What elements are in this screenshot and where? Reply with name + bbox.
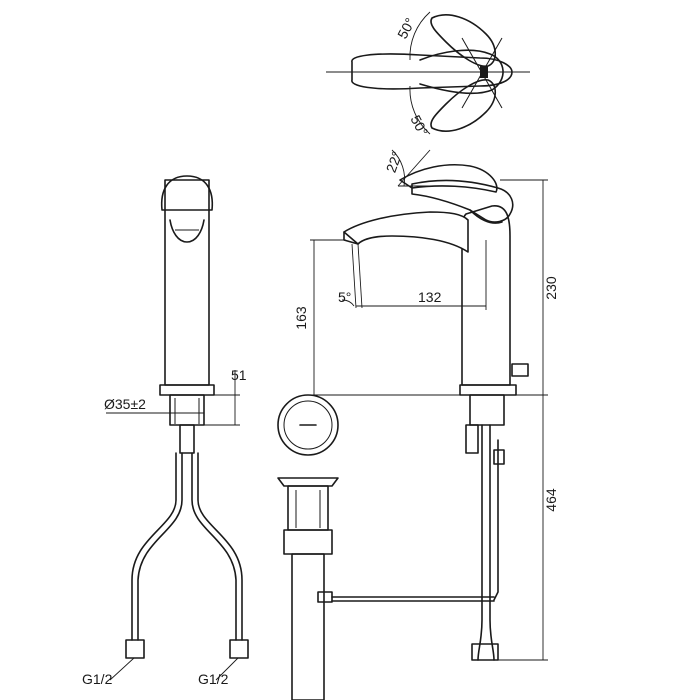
dim-163-label: 163 [293,306,309,330]
angle-label-top: 50° [394,15,418,41]
drain-tailpiece [291,553,325,700]
leader-right-hose [215,657,239,681]
side-view: 230 464 163 132 5° 22° [293,149,559,661]
lever-pivot [480,66,488,78]
side-base [459,384,517,396]
side-stud [465,424,479,454]
angle-5-arc [341,299,355,307]
lever-rotated-down [430,79,497,132]
hose-right-outer [197,452,243,641]
angle-label-bottom: 50° [407,112,431,138]
side-lever [411,179,514,223]
top-view-lever [419,49,504,95]
dim-diameter-label: Ø35±2 [104,396,146,412]
top-view: 50° 50° [326,11,530,139]
dim-51-label: 51 [231,367,247,383]
side-hose-b [489,424,495,661]
drain-plug-top [277,394,339,456]
leader-left-hose [109,657,135,681]
water-stream-a [351,243,357,309]
drain-flange [277,477,339,487]
pop-rod-clip [493,449,505,465]
drain-rod-clip [317,591,333,603]
hose-nut-right [229,639,249,659]
angle-22-label: 22° [383,149,405,174]
hose-nut-left [125,639,145,659]
dim-132-label: 132 [418,289,442,305]
lever-joint [469,209,503,224]
side-hose-a [477,424,483,661]
angle-22-line [397,149,431,187]
front-base [159,384,215,396]
pop-up-knob [511,363,529,377]
drain-body [287,485,329,531]
side-hose-nut [471,643,499,661]
water-stream-b [357,243,363,309]
front-view: 51 Ø35±2 G1/2 G1/2 [82,175,249,687]
hose-label-left: G1/2 [82,671,113,687]
front-lever-cap [160,175,214,211]
side-shank [469,394,505,426]
side-spout [343,211,469,253]
dim-230-label: 230 [543,276,559,300]
pop-rod-vertical [493,439,499,601]
drain-view [277,394,495,700]
hose-label-right: G1/2 [198,671,229,687]
hose-left [137,452,183,641]
rotation-arc-top [409,11,431,61]
lever-raised [399,163,498,193]
angle-5-label: 5° [338,289,351,305]
drain-nut [283,529,333,555]
front-stud [179,424,195,454]
drain-plug-inner [283,400,333,450]
dim-464-label: 464 [543,488,559,512]
rotation-arc-bottom [409,85,431,135]
hose-right [191,452,237,641]
hose-left-outer [131,452,177,641]
front-spout-outlet [169,219,205,243]
angle-22-arc [391,149,405,187]
